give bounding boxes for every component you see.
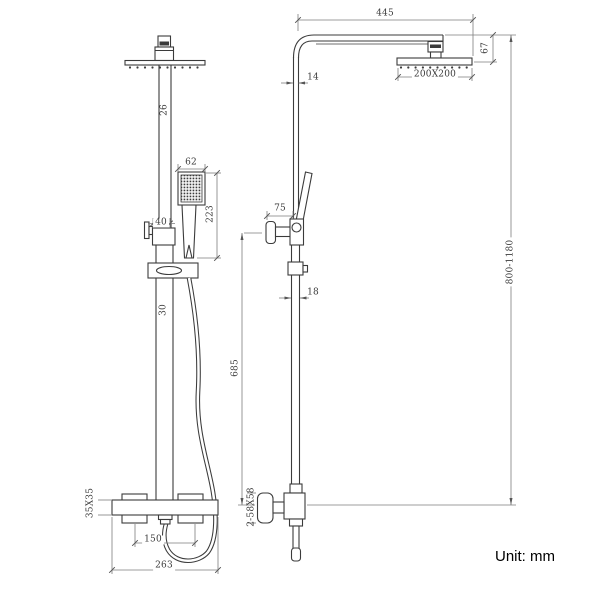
rain-shower-head-side <box>396 40 473 69</box>
dim-valve-body-size: 35X35 <box>85 487 96 519</box>
shower-hose <box>162 277 218 564</box>
dim-head-drop: 67 <box>480 42 491 54</box>
dim-inlet-spacing: 150 <box>142 534 164 545</box>
dim-hand-shower-width: 62 <box>185 157 197 168</box>
dim-lower-pipe-width: 30 <box>158 302 169 318</box>
dim-arm-length: 445 <box>376 8 394 19</box>
side-view <box>256 34 473 562</box>
rain-shower-head-front <box>124 59 206 69</box>
spray-face <box>181 175 202 202</box>
dim-head-size: 200X200 <box>411 69 459 80</box>
dimension-arrows <box>240 35 513 505</box>
dim-valve-width: 263 <box>153 560 175 571</box>
mixer-valve-front <box>111 493 219 525</box>
riser-pipe-front <box>155 65 174 500</box>
hose-outlet-pipe <box>292 525 300 551</box>
holder-knob <box>265 220 277 245</box>
nozzle-dots-side <box>399 66 468 69</box>
hose-nut <box>157 514 173 521</box>
mixer-valve-side <box>256 483 306 562</box>
dim-escutcheon-size: 2-58X58 <box>246 487 257 527</box>
dimension-ticks <box>108 16 497 574</box>
hand-shower-holder-front <box>147 262 199 279</box>
dim-holder-depth: 75 <box>274 203 286 214</box>
unit-label: Unit: mm <box>495 548 555 565</box>
dim-total-height: 800-1180 <box>505 237 516 287</box>
hand-shower-front <box>177 171 206 259</box>
dim-upper-pipe-dia: 14 <box>307 72 319 83</box>
arm-connector-front <box>154 35 175 62</box>
dim-hand-shower-length: 223 <box>205 205 216 223</box>
riser-pipe-side <box>290 57 301 492</box>
valve-body <box>111 499 219 516</box>
valve-body-side <box>283 492 306 520</box>
dim-slider-clamp-width: 40 <box>153 217 169 228</box>
slider-clamp-front <box>143 221 176 246</box>
shower-arm-side <box>292 34 444 59</box>
valve-knob-side <box>256 492 274 524</box>
hand-shower-spout <box>185 244 193 259</box>
front-view <box>111 35 219 564</box>
dim-holder-to-valve: 685 <box>230 359 241 377</box>
hand-shower-holder-side <box>265 171 313 246</box>
dim-upper-pipe-width: 26 <box>159 102 170 118</box>
slider-block-side <box>287 261 309 276</box>
nozzle-dots-front <box>128 66 199 69</box>
dim-lower-pipe-dia: 18 <box>307 287 319 298</box>
